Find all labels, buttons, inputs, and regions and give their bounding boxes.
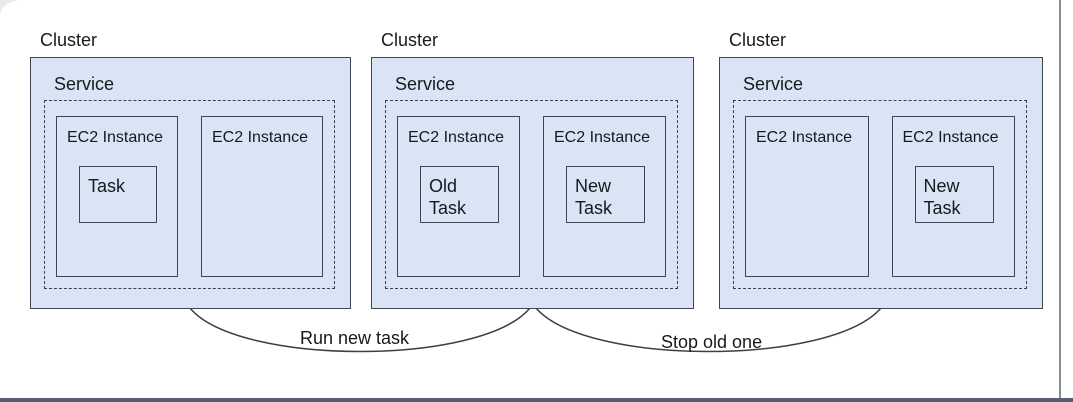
- run-new-task-label: Run new task: [300, 328, 410, 348]
- cluster-3-new-task-box: New Task: [914, 166, 994, 223]
- ec2-instance-label: EC2 Instance: [756, 129, 853, 146]
- cluster-3-label: Cluster: [729, 30, 787, 50]
- task-label: New Task: [923, 176, 961, 218]
- task-label: New Task: [575, 176, 613, 218]
- window-rounded-corner: [0, 0, 42, 24]
- cluster-2-old-task-box: Old Task: [420, 166, 499, 223]
- ec2-instance-label: EC2 Instance: [67, 129, 164, 146]
- cluster-1-task-box: Task: [79, 166, 157, 223]
- cluster-2-ec2-instance-2: EC2 Instance New Task: [543, 116, 666, 277]
- task-label: Old Task: [429, 176, 467, 218]
- cluster-1: Cluster Service EC2 Instance Task EC2 In…: [30, 29, 351, 309]
- task-label: Task: [88, 176, 126, 196]
- cluster-2-dashed-group: EC2 Instance Old Task EC2 Instance New T…: [385, 100, 678, 289]
- cluster-3-service-box: Service EC2 Instance EC2 Instance New Ta…: [719, 57, 1043, 309]
- ec2-instance-label: EC2 Instance: [408, 129, 505, 146]
- cluster-3: Cluster Service EC2 Instance EC2 Instanc…: [719, 29, 1043, 309]
- cluster-2-label: Cluster: [381, 30, 439, 50]
- frame-right-edge: [1059, 0, 1061, 402]
- cluster-2: Cluster Service EC2 Instance Old Task EC…: [371, 29, 694, 309]
- ec2-instance-label: EC2 Instance: [902, 129, 999, 146]
- frame-bottom-edge: [0, 398, 1073, 402]
- cluster-2-ec2-instance-1: EC2 Instance Old Task: [397, 116, 520, 277]
- cluster-1-ec2-instance-1: EC2 Instance Task: [56, 116, 178, 277]
- cluster-3-service-label: Service: [743, 74, 804, 94]
- stop-old-one-label: Stop old one: [661, 332, 763, 352]
- cluster-2-new-task-box: New Task: [566, 166, 645, 223]
- cluster-1-service-box: Service EC2 Instance Task EC2 Instance: [30, 57, 351, 309]
- cluster-3-dashed-group: EC2 Instance EC2 Instance New Task: [733, 100, 1027, 289]
- cluster-3-ec2-instance-2: EC2 Instance New Task: [891, 116, 1015, 277]
- cluster-2-service-box: Service EC2 Instance Old Task EC2 Instan…: [371, 57, 694, 309]
- cluster-1-ec2-instance-2: EC2 Instance: [201, 116, 323, 277]
- cluster-1-dashed-group: EC2 Instance Task EC2 Instance: [44, 100, 335, 289]
- cluster-2-service-label: Service: [395, 74, 456, 94]
- cluster-1-label: Cluster: [40, 30, 98, 50]
- cluster-3-ec2-instance-1: EC2 Instance: [745, 116, 869, 277]
- ec2-instance-label: EC2 Instance: [554, 129, 651, 146]
- ec2-instance-label: EC2 Instance: [212, 129, 309, 146]
- cluster-1-service-label: Service: [54, 74, 115, 94]
